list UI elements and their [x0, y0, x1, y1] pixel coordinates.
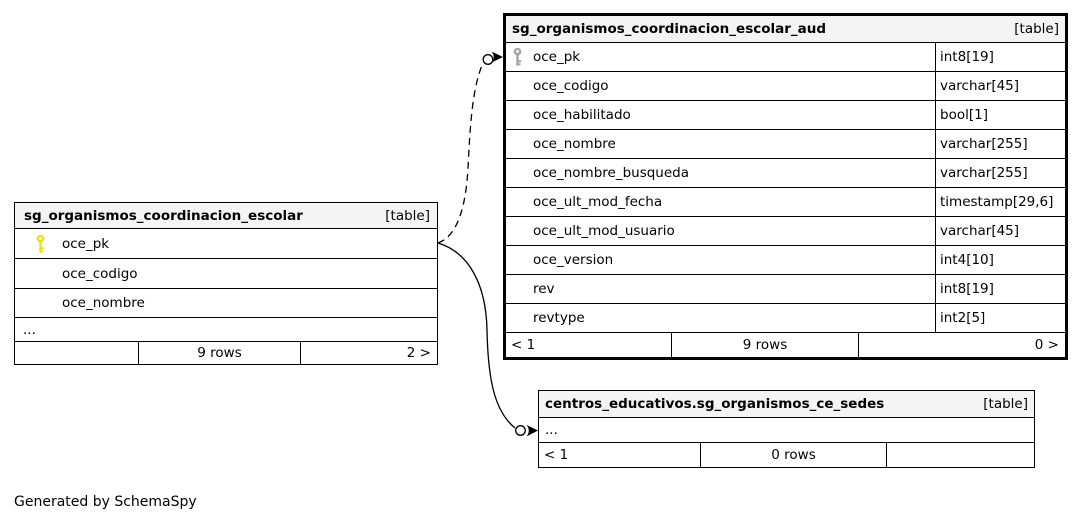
zero-or-one-circle-icon: [515, 425, 526, 436]
column-row: oce_codigo varchar[45]: [506, 72, 1065, 101]
column-type: int2[5]: [935, 304, 1065, 332]
column-row: oce_ult_mod_fecha timestamp[29,6]: [506, 188, 1065, 217]
column-row: oce_version int4[10]: [506, 246, 1065, 275]
column-type: bool[1]: [935, 101, 1065, 129]
column-name: oce_nombre: [62, 295, 145, 311]
column-name: oce_ult_mod_fecha: [533, 194, 663, 210]
column-name: oce_pk: [62, 235, 110, 252]
column-name: oce_ult_mod_usuario: [533, 223, 675, 239]
implied-relation-dashed-line: [437, 62, 484, 244]
table-footer: < 1 9 rows 0 >: [506, 333, 1065, 357]
primary-key-icon: [35, 234, 62, 254]
pager-left: < 1: [511, 337, 536, 353]
column-name: oce_version: [533, 252, 614, 268]
hidden-columns-row: ...: [15, 318, 437, 342]
primary-key-icon: [512, 47, 533, 67]
column-row: oce_pk int8[19]: [506, 43, 1065, 72]
column-row: oce_pk: [15, 229, 437, 259]
column-type: varchar[255]: [935, 130, 1065, 158]
column-row: oce_ult_mod_usuario varchar[45]: [506, 217, 1065, 246]
pager-right: [886, 443, 1034, 467]
table-footer: 9 rows 2 >: [15, 342, 437, 364]
column-name: oce_codigo: [533, 78, 609, 94]
column-type: int8[19]: [935, 275, 1065, 303]
ellipsis-label: ...: [23, 321, 36, 338]
table-header[interactable]: sg_organismos_coordinacion_escolar_aud […: [506, 16, 1065, 43]
column-row: rev int8[19]: [506, 275, 1065, 304]
ellipsis-label: ...: [545, 422, 558, 438]
table-node-centros_educativos.sg_organismos_ce_sedes[interactable]: centros_educativos.sg_organismos_ce_sede…: [538, 390, 1035, 468]
pager-right: 0 >: [858, 333, 1065, 357]
column-name: oce_pk: [533, 49, 581, 65]
table-header[interactable]: sg_organismos_coordinacion_escolar [tabl…: [15, 203, 437, 229]
column-type: varchar[45]: [935, 72, 1065, 100]
table-footer: < 1 0 rows: [539, 443, 1034, 467]
table-type-badge: [table]: [385, 207, 430, 224]
column-name: oce_nombre_busqueda: [533, 165, 690, 181]
column-name: oce_habilitado: [533, 107, 631, 123]
table-type-badge: [table]: [983, 396, 1028, 412]
row-count: 9 rows: [138, 342, 300, 364]
table-title[interactable]: sg_organismos_coordinacion_escolar: [24, 207, 303, 224]
column-name: rev: [533, 281, 555, 297]
table-node-sg_organismos_coordinacion_escolar_aud[interactable]: sg_organismos_coordinacion_escolar_aud […: [503, 13, 1068, 360]
column-row: oce_nombre: [15, 289, 437, 318]
column-type: varchar[255]: [935, 159, 1065, 187]
column-name: revtype: [533, 310, 585, 326]
column-row: oce_nombre varchar[255]: [506, 130, 1065, 159]
column-row: oce_codigo: [15, 259, 437, 289]
column-type: timestamp[29,6]: [935, 188, 1065, 216]
row-count: 0 rows: [700, 443, 886, 467]
arrowhead-icon: [526, 425, 538, 437]
arrowhead-icon: [491, 51, 503, 63]
table-node-sg_organismos_coordinacion_escolar[interactable]: sg_organismos_coordinacion_escolar [tabl…: [14, 202, 438, 365]
column-row: oce_habilitado bool[1]: [506, 101, 1065, 130]
row-count: 9 rows: [671, 333, 858, 357]
column-row: oce_nombre_busqueda varchar[255]: [506, 159, 1065, 188]
column-name: oce_codigo: [62, 265, 138, 282]
column-name: oce_nombre: [533, 136, 616, 152]
pager-left: < 1: [544, 447, 569, 463]
pager-right: 2 >: [300, 342, 437, 364]
table-type-badge: [table]: [1014, 21, 1059, 37]
hidden-columns-row: ...: [539, 418, 1034, 443]
table-header[interactable]: centros_educativos.sg_organismos_ce_sede…: [539, 391, 1034, 418]
table-title[interactable]: centros_educativos.sg_organismos_ce_sede…: [545, 396, 885, 412]
generated-by-note: Generated by SchemaSpy: [14, 494, 197, 510]
column-row: revtype int2[5]: [506, 304, 1065, 333]
pager-left: [15, 342, 138, 364]
zero-or-one-circle-icon: [482, 54, 494, 65]
column-type: int4[10]: [935, 246, 1065, 274]
column-type: int8[19]: [935, 43, 1065, 71]
table-title[interactable]: sg_organismos_coordinacion_escolar_aud: [512, 21, 827, 37]
column-type: varchar[45]: [935, 217, 1065, 245]
